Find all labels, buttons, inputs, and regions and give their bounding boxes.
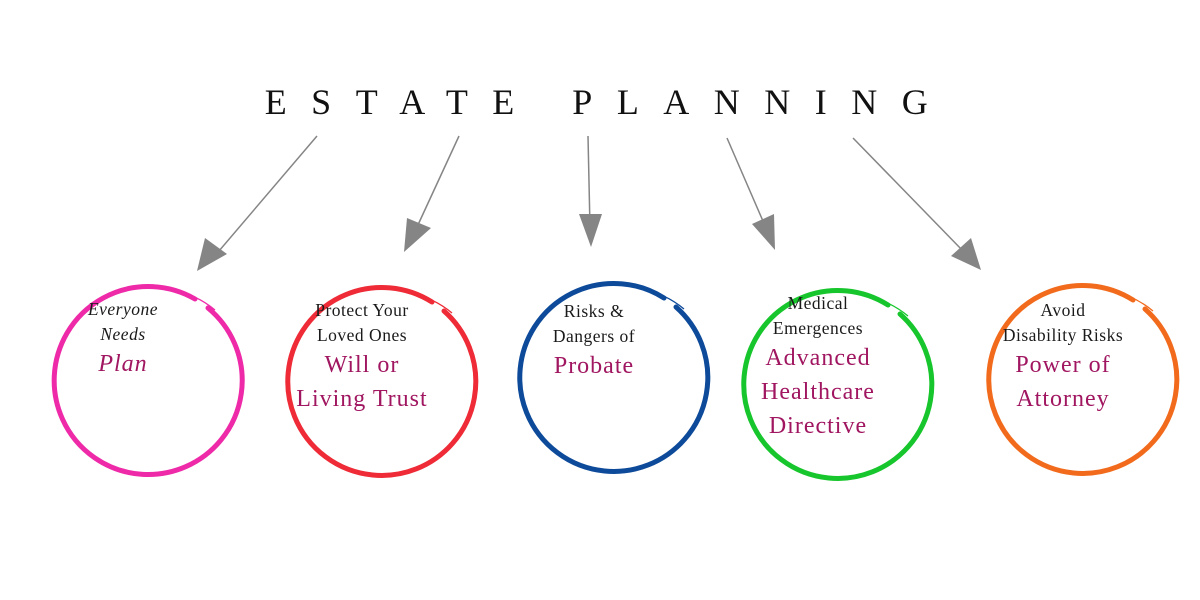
node-subtitle: Needs [100,324,146,344]
node-subtitle: Dangers of [552,326,636,346]
node-subtitle: Loved Ones [316,325,408,345]
node-main-label: Power of [1015,352,1111,378]
node-main-label: Plan [98,351,148,377]
circle-ring-icon [741,288,935,481]
arrow-icon [579,135,602,247]
node-main-label: Advanced [765,345,871,371]
node-probate: Risks & Dangers of Probate [494,261,711,474]
node-main-label: Probate [553,353,635,379]
arrow-icon [197,135,318,271]
circle-ring-icon [51,284,245,478]
node-main-label: Attorney [1016,386,1110,412]
node-subtitle: Risks & [563,301,625,321]
diagram-title: ESTATE PLANNING [264,82,953,122]
node-subtitle: Protect Your [315,300,409,320]
node-subtitle: Emergences [772,318,864,338]
node-main-label: Directive [768,413,868,439]
node-main-label: Healthcare [761,379,875,405]
circle-ring-icon [517,281,711,474]
node-main-label: Living Trust [296,386,428,412]
arrow-icon [726,137,775,250]
node-will-or-living-trust: Protect Your Loved Ones Will or Living T… [262,265,479,478]
node-plan: Everyone Needs Plan [23,262,245,478]
node-subtitle: Medical [787,293,849,313]
node-main-label: Will or [324,352,400,378]
node-subtitle: Avoid [1040,300,1086,320]
node-power-of-attorney: Avoid Disability Risks Power of Attorney [963,263,1180,476]
circle-ring-icon [285,285,479,478]
arrow-icon [404,135,460,252]
node-subtitle: Everyone [87,299,159,319]
circle-ring-icon [986,283,1180,476]
node-advanced-healthcare-directive: Medical Emergences Advanced Healthcare D… [718,268,935,481]
arrow-icon [852,137,981,270]
node-subtitle: Disability Risks [1002,325,1124,345]
